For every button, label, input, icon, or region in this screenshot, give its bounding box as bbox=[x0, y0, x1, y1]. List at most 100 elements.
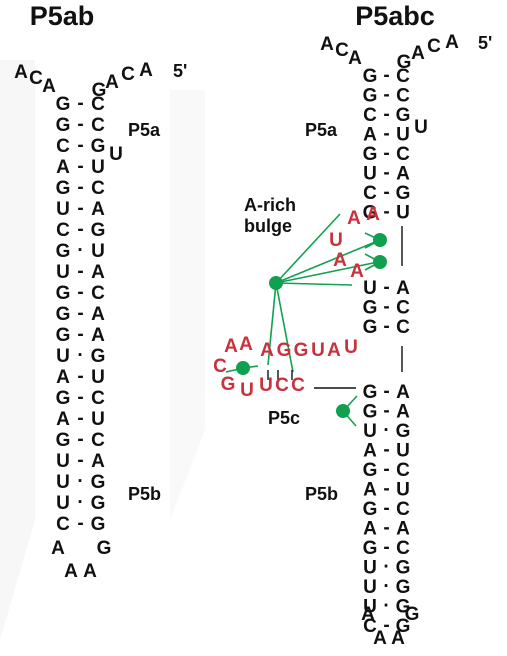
right-loop-nt: A bbox=[361, 604, 375, 625]
p5c-top-nt: A bbox=[260, 340, 274, 361]
right-mid-stem-pair-symbol: - bbox=[383, 297, 389, 318]
title-p5abc: P5abc bbox=[355, 1, 435, 31]
right-p5b-right-nt: C bbox=[396, 499, 410, 520]
right-5prime-tail-nt: A bbox=[445, 32, 459, 53]
right-mid-stem-left-nt: G bbox=[363, 317, 378, 338]
label-right-p5a: P5a bbox=[305, 120, 338, 140]
left-stem-pair-symbol: - bbox=[77, 303, 83, 324]
label-right-p5c: P5c bbox=[268, 408, 300, 428]
right-p5a-left-nt: A bbox=[363, 125, 377, 146]
right-p5a-pair-symbol: - bbox=[383, 104, 389, 125]
p5c-loop-nt: A bbox=[224, 336, 238, 357]
left-stem-left-nt: G bbox=[56, 115, 71, 136]
title-p5ab: P5ab bbox=[30, 1, 95, 31]
right-p5a-right-nt: G bbox=[396, 183, 411, 204]
left-3prime-tail-nt: A bbox=[42, 76, 56, 97]
label-bulge-line2: bulge bbox=[244, 216, 292, 236]
left-stem-right-nt: C bbox=[91, 388, 105, 409]
p5c-bottom-nt: C bbox=[291, 375, 305, 396]
left-5prime-tail-nt: G bbox=[92, 80, 107, 101]
left-stem-left-nt: U bbox=[56, 346, 70, 367]
right-p5a-left-nt: U bbox=[363, 164, 377, 185]
left-loop-nt: A bbox=[83, 561, 97, 582]
right-p5b-left-nt: G bbox=[363, 382, 378, 403]
right-p5a-right-nt: C bbox=[396, 66, 410, 87]
right-p5b-right-nt: A bbox=[396, 382, 410, 403]
right-p5b-right-nt: U bbox=[396, 480, 410, 501]
right-p5b-left-nt: U bbox=[363, 421, 377, 442]
left-stem-left-nt: A bbox=[56, 409, 70, 430]
left-stem-right-nt: G bbox=[91, 472, 106, 493]
label-left-five-prime: 5' bbox=[173, 61, 187, 81]
left-stem-left-nt: U bbox=[56, 493, 70, 514]
left-stem-left-nt: C bbox=[56, 220, 70, 241]
right-p5b-left-nt: U bbox=[363, 597, 377, 618]
p5c-top-nt: U bbox=[344, 337, 358, 358]
left-5prime-tail-nt: C bbox=[121, 64, 135, 85]
right-p5b-left-nt: G bbox=[363, 499, 378, 520]
right-p5a-left-nt: G bbox=[363, 86, 378, 107]
right-loop-nt: A bbox=[391, 628, 405, 649]
right-p5b-right-nt: A bbox=[396, 519, 410, 540]
right-p5b-pair-symbol: - bbox=[383, 459, 389, 480]
left-stem-left-nt: G bbox=[56, 325, 71, 346]
left-stem-pair-symbol: - bbox=[77, 282, 83, 303]
right-p5b-pair-symbol: · bbox=[383, 557, 389, 578]
label-left-p5b: P5b bbox=[128, 484, 161, 504]
p5c-bottom-nt: U bbox=[259, 375, 273, 396]
left-stem-pair-symbol: - bbox=[77, 450, 83, 471]
right-p5a-pair-symbol: - bbox=[383, 182, 389, 203]
left-stem-left-nt: G bbox=[56, 430, 71, 451]
left-stem-right-nt: A bbox=[91, 199, 105, 220]
a-rich-bulge-nt: A bbox=[347, 208, 361, 229]
left-stem-left-nt: G bbox=[56, 283, 71, 304]
right-3prime-tail-nt: A bbox=[348, 48, 362, 69]
left-stem-left-nt: G bbox=[56, 178, 71, 199]
left-stem-right-nt: A bbox=[91, 325, 105, 346]
right-mid-stem-left-nt: G bbox=[363, 298, 378, 319]
a-rich-bulge-nt: A bbox=[333, 250, 347, 271]
label-bulge-line1: A-rich bbox=[244, 195, 296, 215]
contact-dots bbox=[236, 233, 387, 418]
left-stem-pair-symbol: - bbox=[77, 135, 83, 156]
left-stem-left-nt: A bbox=[56, 367, 70, 388]
left-3prime-tail-nt: A bbox=[14, 62, 28, 83]
left-stem-left-nt: U bbox=[56, 199, 70, 220]
label-right-five-prime: 5' bbox=[478, 33, 492, 53]
left-stem-right-nt: G bbox=[91, 493, 106, 514]
background-shading-left bbox=[0, 60, 35, 640]
left-stem-right-nt: U bbox=[91, 157, 105, 178]
right-p5b-right-nt: C bbox=[396, 460, 410, 481]
p5c-top-nt: G bbox=[277, 340, 292, 361]
right-p5b-pair-symbol: - bbox=[383, 518, 389, 539]
right-p5a-pair-symbol: - bbox=[383, 85, 389, 106]
right-loop-nt: G bbox=[405, 604, 420, 625]
left-stem-left-nt: G bbox=[56, 241, 71, 262]
right-p5b-left-nt: G bbox=[363, 538, 378, 559]
right-p5b-pair-symbol: - bbox=[383, 381, 389, 402]
left-3prime-tail-nt: C bbox=[29, 68, 43, 89]
backbone-lines bbox=[267, 226, 403, 389]
left-stem-pair-symbol: - bbox=[77, 366, 83, 387]
right-mid-stem-right-nt: C bbox=[396, 317, 410, 338]
right-p5a-left-nt: C bbox=[363, 183, 377, 204]
right-p5b-pair-symbol: - bbox=[383, 615, 389, 636]
p5c-top-nt: G bbox=[294, 340, 309, 361]
right-p5b-right-nt: U bbox=[396, 441, 410, 462]
right-p5b-right-nt: G bbox=[396, 577, 411, 598]
p5c-bottom-nt: G bbox=[221, 374, 236, 395]
left-stem-pair-symbol: · bbox=[77, 345, 83, 366]
left-stem-left-nt: C bbox=[56, 514, 70, 535]
left-stem-left-nt: G bbox=[56, 388, 71, 409]
right-mid-stem-pair-symbol: - bbox=[383, 316, 389, 337]
left-stem-pair-symbol: · bbox=[77, 492, 83, 513]
a-rich-bulge-nt: A bbox=[366, 204, 380, 225]
left-5prime-tail-nt: A bbox=[105, 72, 119, 93]
left-stem-pair-symbol: - bbox=[77, 219, 83, 240]
right-p5b-pair-symbol: · bbox=[383, 596, 389, 617]
left-stem-pair-symbol: - bbox=[77, 513, 83, 534]
left-stem-pair-symbol: - bbox=[77, 261, 83, 282]
right-p5a-right-nt: U bbox=[396, 203, 410, 224]
